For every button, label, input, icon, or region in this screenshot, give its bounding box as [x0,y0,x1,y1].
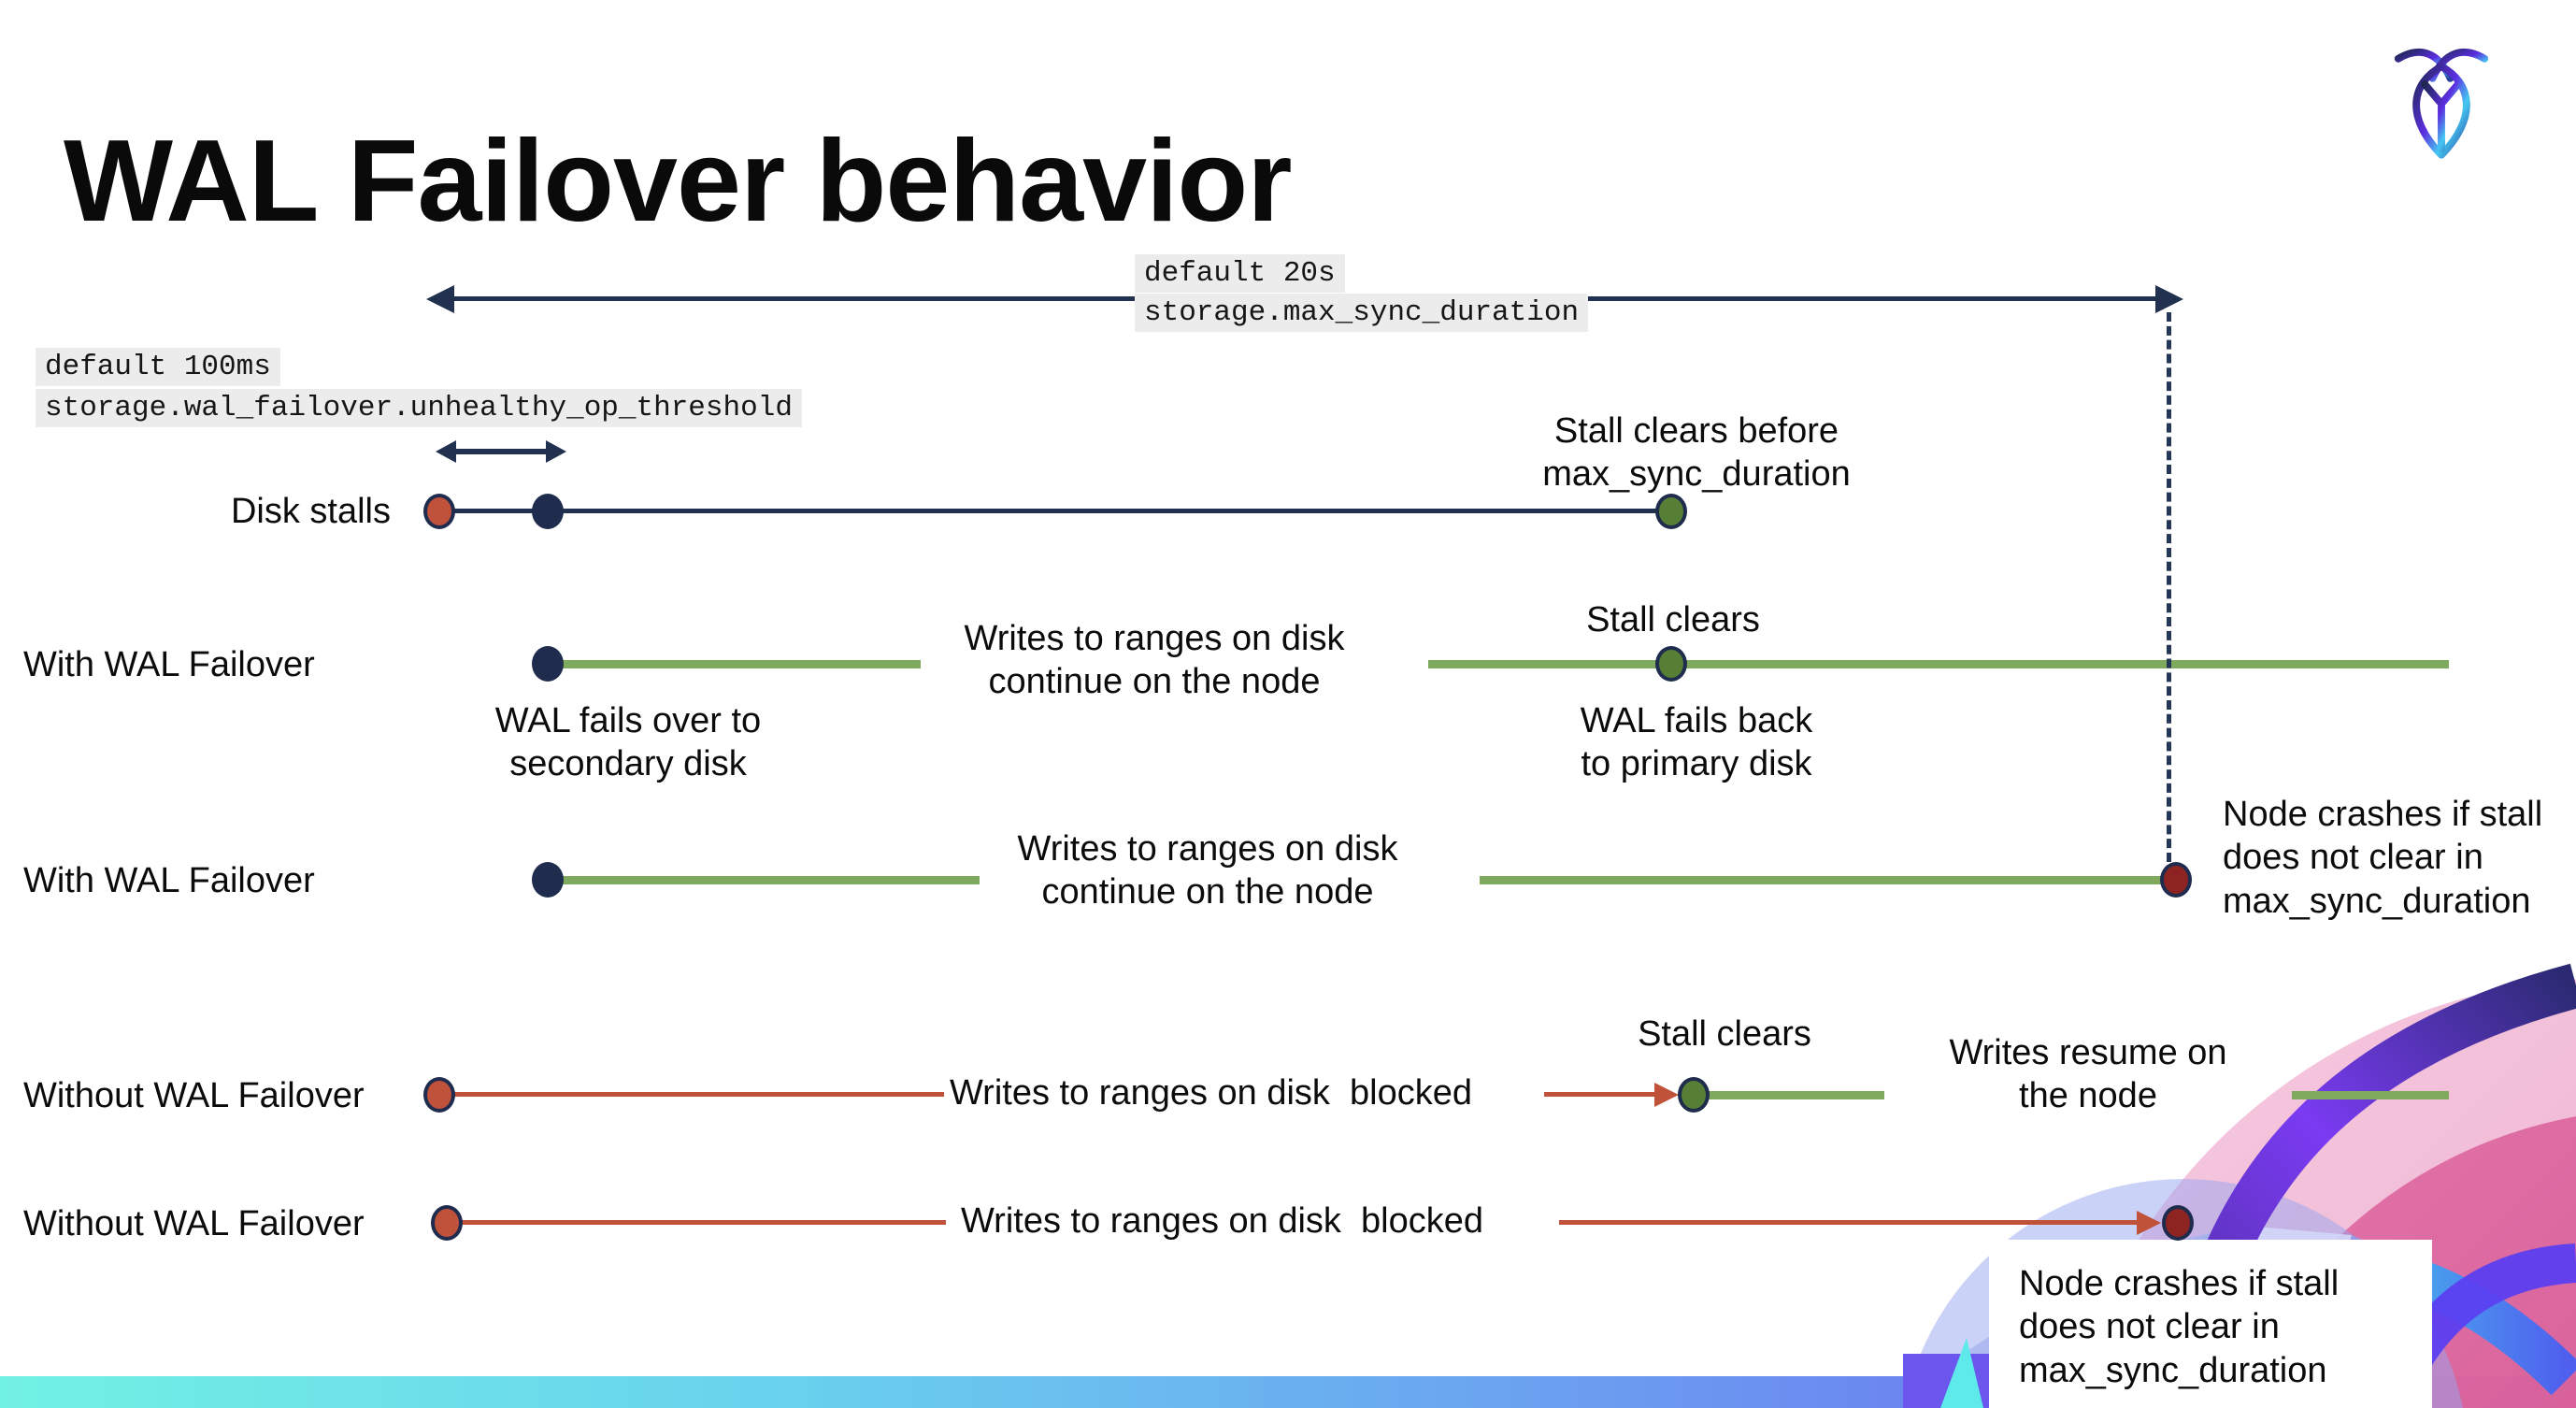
writes-blocked-line-a [443,1092,944,1097]
row-label-disk-stalls: Disk stalls [230,492,391,531]
wal-fails-over-note: WAL fails over to secondary disk [494,701,762,784]
writes-continue-line-c [551,876,980,884]
cockroachdb-logo-icon [2394,48,2489,159]
row-label-without-wal-failover-2: Without WAL Failover [23,1204,365,1243]
stall-clears-dot-2 [1655,646,1687,682]
writes-blocked-note-1: Writes to ranges on disk blocked [950,1073,1473,1113]
writes-resume-line-b [2292,1091,2449,1099]
stall-start-dot-3 [431,1205,463,1241]
writes-blocked-line-b [1544,1092,1656,1097]
stall-clears-dot-3 [1678,1077,1710,1113]
red-arrow-head-icon-2 [2137,1211,2161,1235]
max-sync-setting-name: storage.max_sync_duration [1135,294,1589,332]
failover-dot-2 [532,862,564,898]
max-sync-deadline-dashed-line [2167,312,2171,862]
writes-continue-note-1: Writes to ranges on disk continue on the… [964,619,1345,702]
wal-fails-back-note: WAL fails back to primary disk [1580,701,1813,784]
unhealthy-threshold-default-label: default 100ms [36,348,280,386]
node-crash-note-2: Node crashes if stall does not clear in … [2019,1264,2340,1390]
stall-start-dot [423,494,455,529]
writes-continue-note-2: Writes to ranges on disk continue on the… [1017,829,1398,912]
writes-blocked-line-c [451,1220,946,1225]
failover-dot [532,646,564,682]
writes-blocked-line-d [1559,1220,2139,1225]
writes-blocked-note-2: Writes to ranges on disk blocked [961,1201,1484,1241]
row-label-without-wal-failover-1: Without WAL Failover [23,1076,365,1115]
node-crash-card: Node crashes if stall does not clear in … [1989,1240,2432,1408]
stall-clears-before-note: Stall clears before max_sync_duration [1542,411,1851,495]
stall-start-dot-2 [423,1077,455,1113]
unhealthy-threshold-arrow-line [452,449,548,454]
writes-continue-line-a [551,660,921,668]
writes-continue-line-d [1480,876,2173,884]
small-arrow-head-right-icon [546,440,566,463]
row-label-with-wal-failover-2: With WAL Failover [23,861,315,900]
writes-resume-line-a [1697,1091,1884,1099]
row-label-with-wal-failover-1: With WAL Failover [23,645,315,684]
unhealthy-threshold-setting-name: storage.wal_failover.unhealthy_op_thresh… [36,389,802,427]
stall-clears-label-1: Stall clears [1586,600,1760,639]
writes-continue-line-b [1428,660,2449,668]
disk-stall-timeline [439,509,1671,513]
threshold-dot [532,494,564,529]
arrow-head-left-icon [426,285,454,313]
node-crash-note-1: Node crashes if stall does not clear in … [2223,795,2543,921]
page-title: WAL Failover behavior [64,117,1293,247]
node-crash-dot-1 [2160,862,2192,898]
node-crash-dot-2 [2162,1205,2194,1241]
stall-clears-dot [1655,494,1687,529]
max-sync-default-label: default 20s [1135,254,1345,293]
small-arrow-head-left-icon [436,440,456,463]
stall-clears-label-2: Stall clears [1638,1014,1811,1054]
writes-resume-note: Writes resume on the node [1949,1033,2227,1116]
red-arrow-head-icon-1 [1654,1083,1679,1107]
arrow-head-right-icon [2155,285,2183,313]
